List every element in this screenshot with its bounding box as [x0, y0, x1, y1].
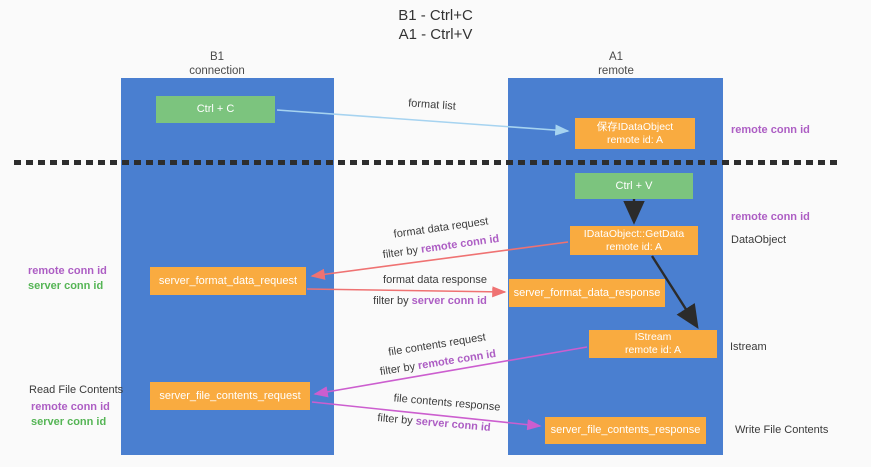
node-server-file-contents-response-label: server_file_contents_response [550, 424, 701, 436]
node-ctrl-c-label: Ctrl + C [196, 103, 235, 115]
edge-label-format-data-response: format data response [383, 274, 487, 286]
node-save-idataobject-line2: remote id: A [606, 133, 664, 146]
edge-label-file-contents-response-filter: filter by server conn id [377, 412, 491, 434]
node-istream: IStream remote id: A [589, 330, 717, 358]
server-conn-id-text: server conn id [415, 415, 492, 434]
node-ctrl-v-label: Ctrl + V [615, 179, 653, 192]
lane-header-b1: B1 connection [157, 50, 277, 78]
node-server-format-data-request-label: server_format_data_request [158, 274, 298, 287]
node-server-file-contents-request: server_file_contents_request [150, 382, 310, 410]
node-server-file-contents-request-label: server_file_contents_request [159, 389, 301, 402]
lane-b1-role: connection [189, 65, 245, 77]
label-istream: Istream [730, 341, 767, 353]
edge-label-file-contents-response: file contents response [393, 392, 501, 414]
label-remote-conn-id-left-2: remote conn id [31, 401, 110, 413]
node-idataobject-getdata: IDataObject::GetData remote id: A [570, 226, 698, 255]
node-ctrl-v: Ctrl + V [575, 173, 693, 199]
node-istream-line2: remote id: A [624, 344, 682, 356]
filter-by-text: filter by [379, 360, 420, 379]
title-line-1: B1 - Ctrl+C [398, 7, 473, 24]
filter-by-text: filter by [376, 412, 417, 428]
label-read-file-contents: Read File Contents [29, 384, 124, 396]
title-line-2: A1 - Ctrl+V [398, 26, 473, 43]
lane-a1-role: remote [598, 65, 634, 77]
node-server-format-data-response: server_format_data_response [509, 279, 665, 307]
edge-label-format-list: format list [407, 97, 457, 113]
filter-by-text: filter by [373, 295, 412, 307]
edge-label-format-data-response-filter: filter by server conn id [373, 295, 487, 307]
node-server-format-data-request: server_format_data_request [150, 267, 306, 295]
node-server-file-contents-response: server_file_contents_response [545, 417, 706, 444]
label-dataobject: DataObject [731, 234, 787, 246]
node-server-format-data-response-label: server_format_data_response [513, 286, 661, 299]
label-write-file-contents: Write File Contents [735, 424, 829, 436]
filter-by-text: filter by [382, 243, 422, 262]
label-remote-conn-id-right-1: remote conn id [731, 124, 810, 136]
lane-b1-name: B1 [209, 51, 225, 63]
lane-header-a1: A1 remote [556, 50, 676, 78]
node-save-idataobject-line1: 保存IDataObject [596, 120, 674, 133]
label-remote-conn-id-left-1: remote conn id [28, 265, 107, 277]
label-server-conn-id-left-2: server conn id [31, 416, 107, 428]
remote-conn-id-text: remote conn id [420, 232, 500, 256]
lane-a1-name: A1 [608, 51, 624, 63]
label-server-conn-id-left-1: server conn id [28, 280, 104, 292]
server-conn-id-text: server conn id [411, 295, 487, 307]
arrow-format-data-response [306, 286, 507, 298]
node-idataobject-getdata-line2: remote id: A [605, 240, 663, 253]
dashed-separator-line [14, 160, 838, 165]
label-remote-conn-id-right-2: remote conn id [731, 211, 810, 223]
node-istream-line1: IStream [634, 331, 672, 343]
diagram-title: B1 - Ctrl+C A1 - Ctrl+V [0, 6, 871, 44]
node-idataobject-getdata-line1: IDataObject::GetData [583, 227, 685, 240]
node-ctrl-c: Ctrl + C [156, 96, 275, 123]
node-save-idataobject: 保存IDataObject remote id: A [575, 118, 695, 149]
